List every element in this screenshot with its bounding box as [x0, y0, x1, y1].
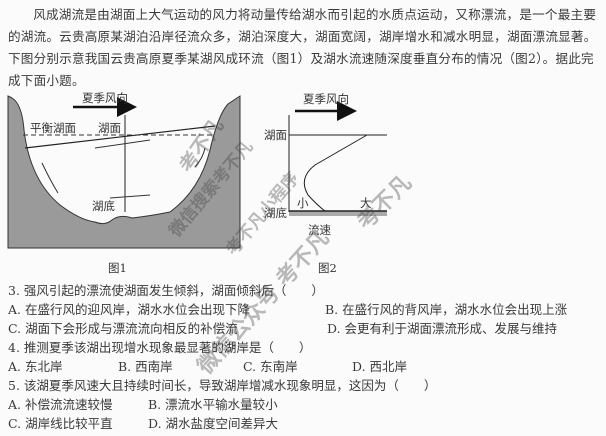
fig2-bottom-label: 湖底: [264, 206, 287, 220]
fig2-large-label: 大: [360, 196, 372, 210]
fig2-xlabel: 流速: [308, 223, 331, 237]
q3-option-a: A. 在盛行风的迎风岸，湖水水位会出现下降: [8, 302, 250, 317]
velocity-curve: [303, 134, 368, 212]
intro-paragraph: 风成湖流是由湖面上大气运动的风力将动量传给湖水而引起的水质点运动，又称漂流，是一…: [8, 7, 597, 88]
fig1-balance-label: 平衡湖面: [30, 121, 76, 135]
fig1-caption: 图1: [108, 261, 127, 275]
q4-option-a: A. 东北岸: [8, 359, 63, 374]
fig1-wind-label: 夏季风向: [82, 91, 128, 105]
tilted-surface-line: [24, 125, 216, 149]
fig1-surface-label: 湖面: [98, 121, 121, 135]
q4-option-c: C. 东南岸: [243, 359, 298, 374]
question-5-stem: 5. 该湖夏季风速大且持续时间长，导致湖岸增减水现象明显，这因为（ ）: [8, 378, 437, 393]
fig2-surface-label: 湖面: [264, 128, 287, 142]
q5-option-c: C. 湖岸线比较平直: [8, 416, 113, 431]
q4-option-b: B. 西南岸: [118, 359, 173, 374]
q5-option-b: B. 漂流水平输水量较小: [148, 397, 278, 412]
fig2-caption: 图2: [318, 261, 337, 275]
q3-option-d: D. 会更有利于湖面漂流形成、发展与维持: [327, 321, 558, 336]
q4-option-d: D. 西北岸: [352, 359, 408, 374]
lake-basin: [7, 95, 241, 249]
fig2-wind-label: 夏季风向: [303, 92, 349, 106]
q3-option-b: B. 在盛行风的背风岸，湖水水位会出现上涨: [325, 302, 568, 317]
question-3-stem: 3. 强风引起的漂流使湖面发生倾斜，湖面倾斜后（ ）: [8, 283, 324, 298]
q5-option-d: D. 湖水盐度空间差异大: [148, 416, 279, 431]
figure-1: [7, 95, 241, 249]
fig2-small-label: 小: [297, 196, 309, 210]
q5-option-a: A. 补偿流流速较慢: [8, 397, 113, 412]
question-4-stem: 4. 推测夏季该湖出现增水现象最显著的湖岸是（ ）: [8, 340, 312, 355]
fig1-bottom-label: 湖底: [92, 199, 115, 213]
figure-2: [288, 101, 387, 216]
q3-option-c: C. 湖面下会形成与漂流流向相反的补偿流: [8, 321, 238, 336]
